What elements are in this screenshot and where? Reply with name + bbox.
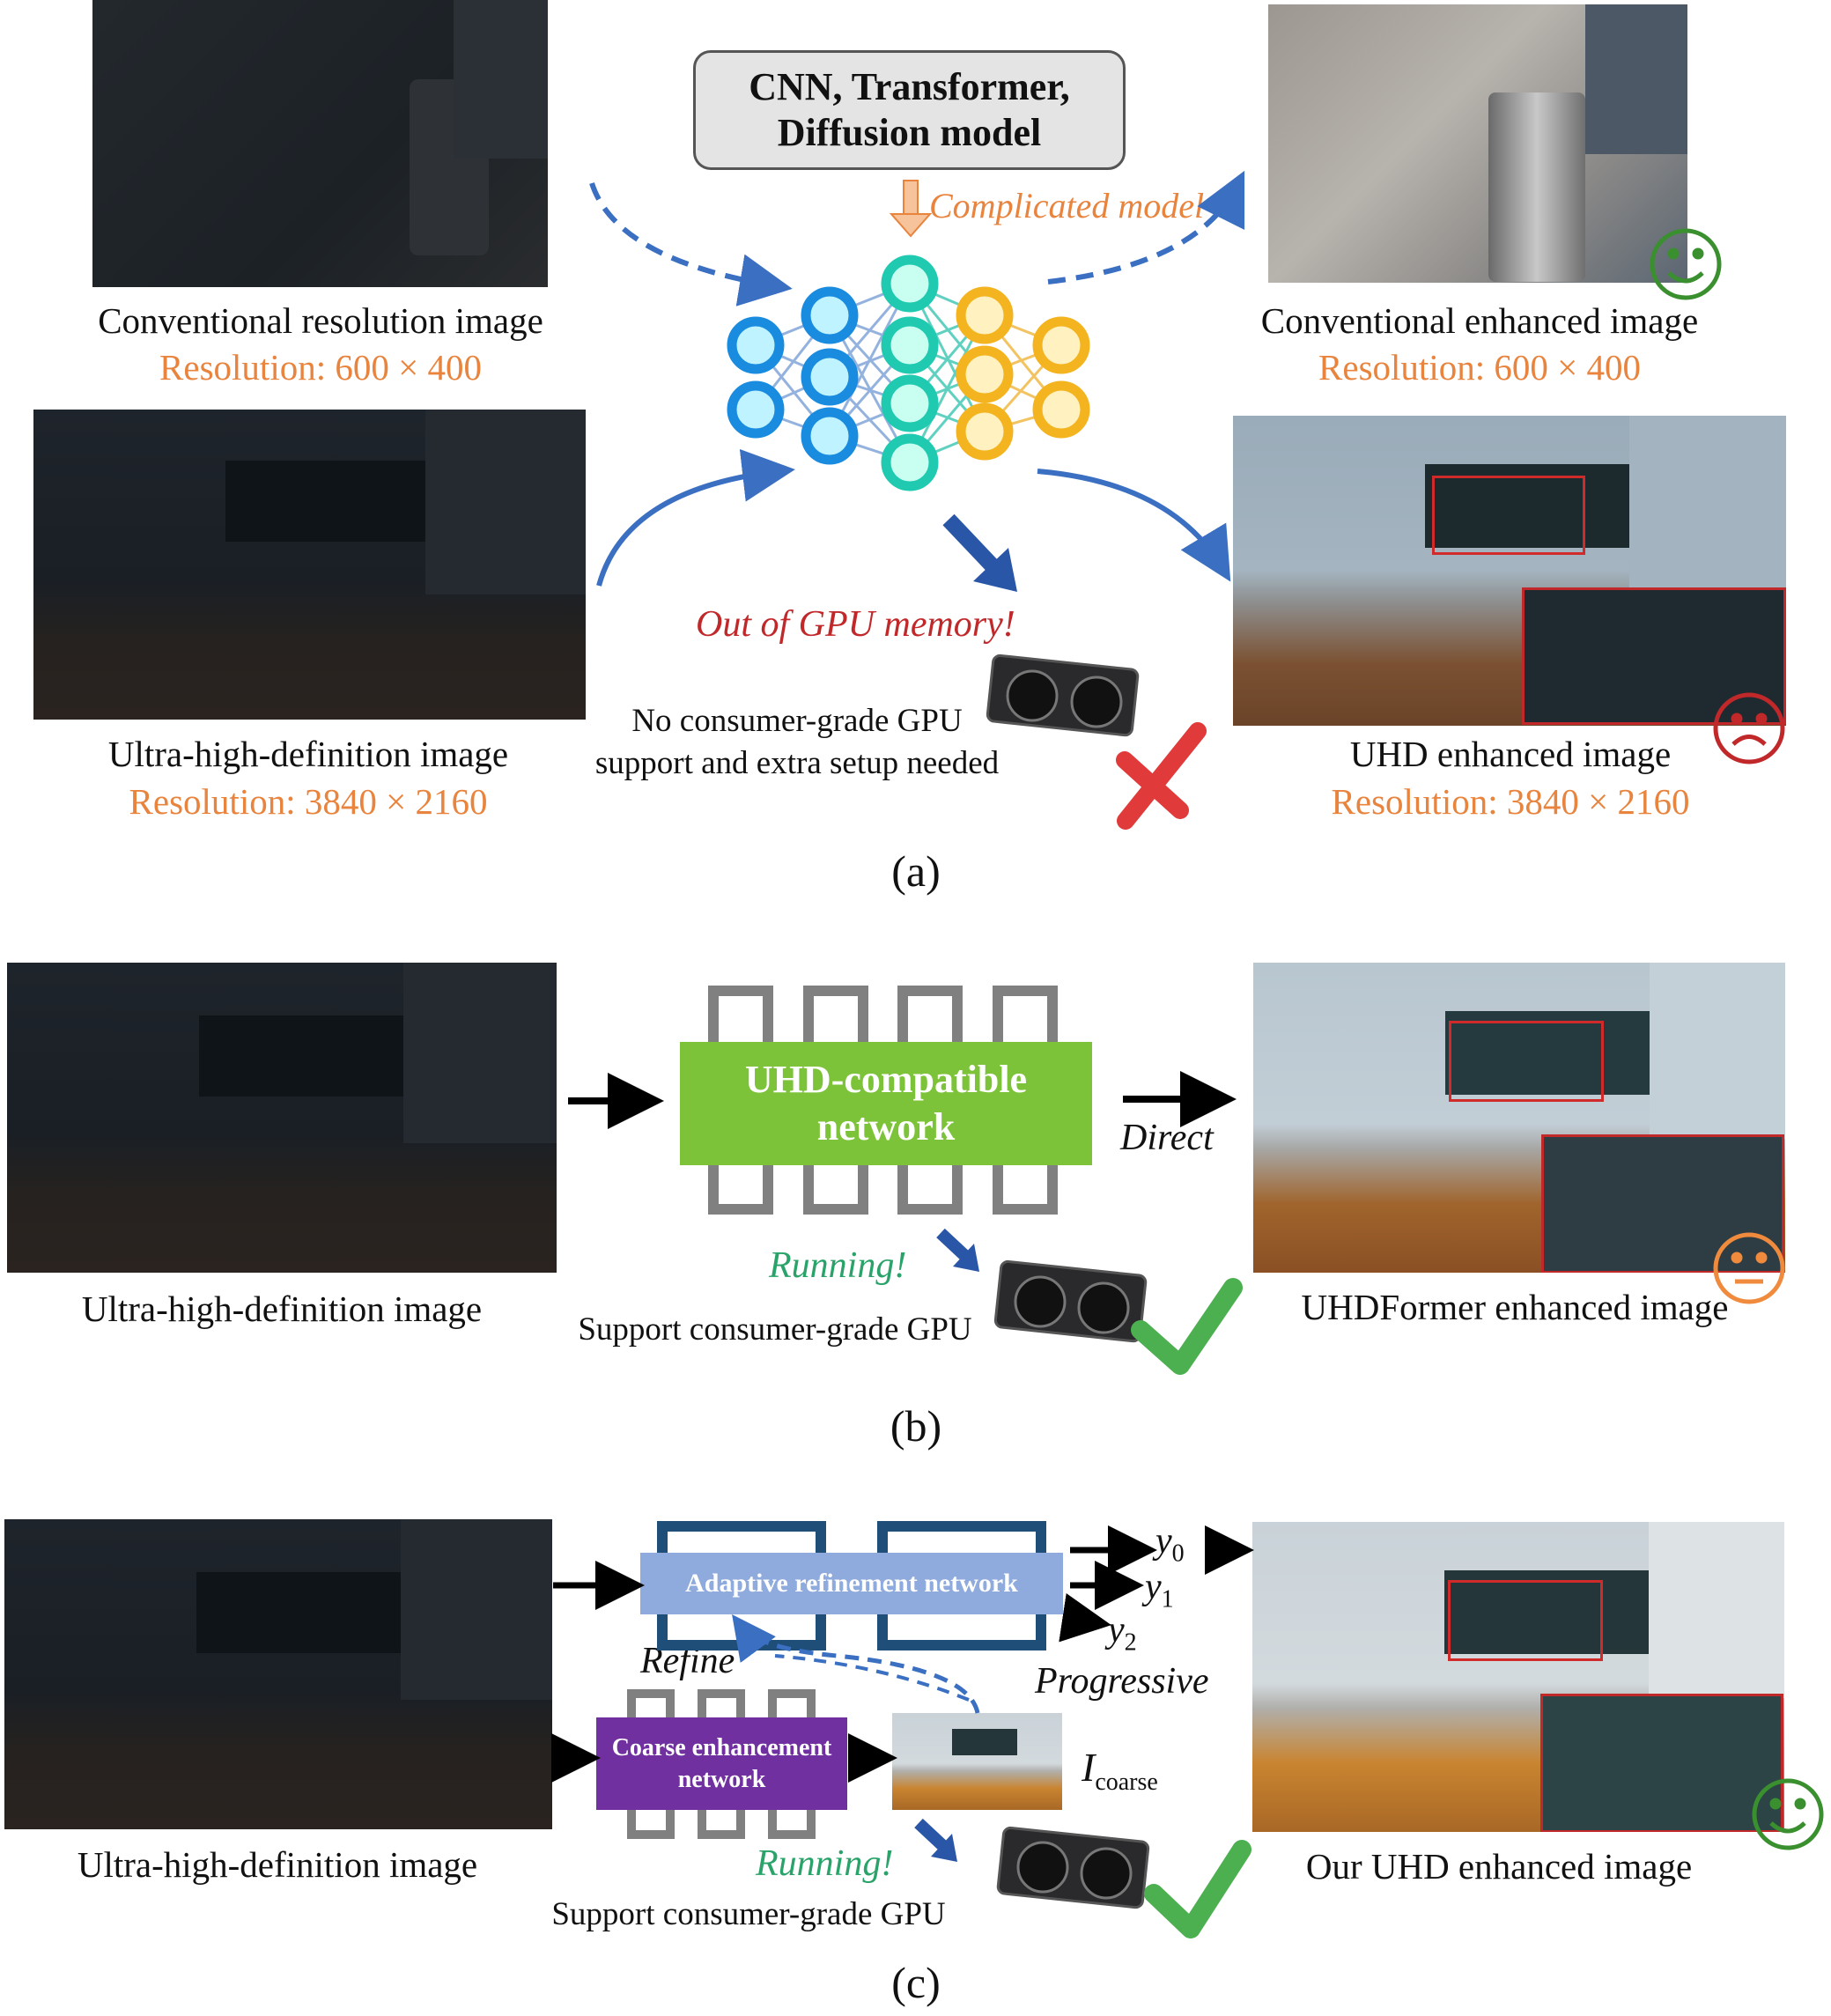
gpu-card-icon — [996, 1826, 1150, 1909]
zoom-region-box-c — [1448, 1580, 1603, 1661]
output-y1: y1 — [1145, 1567, 1174, 1614]
solid-arrow-out-a — [1037, 469, 1231, 582]
adaptive-refinement-network-text: Adaptive refinement network — [685, 1569, 1018, 1598]
dashed-arrow-out-a — [1047, 170, 1245, 284]
check-icon — [1131, 1278, 1243, 1375]
uhd-input-caption-a: Ultra-high-definition image — [107, 734, 509, 774]
uhdformer-output-image — [1253, 963, 1785, 1273]
uhd-input-caption-b: Ultra-high-definition image — [81, 1289, 483, 1329]
gpu-card-icon — [993, 1259, 1148, 1343]
zoom-inset-c — [1540, 1694, 1783, 1832]
uhd-output-caption-a: UHD enhanced image — [1349, 734, 1672, 774]
arrow-y2 — [1059, 1593, 1111, 1643]
our-output-caption: Our UHD enhanced image — [1305, 1846, 1693, 1887]
diagonal-arrow-b — [936, 1228, 979, 1272]
zoom-region-box-b — [1449, 1021, 1604, 1102]
our-uhd-output-image — [1252, 1522, 1784, 1832]
conventional-input-image — [92, 0, 548, 287]
uhdformer-output-caption: UHDFormer enhanced image — [1301, 1287, 1729, 1327]
gpu-error-label: Out of GPU memory! — [696, 604, 1015, 645]
happy-face-icon — [1650, 228, 1722, 300]
coarse-enhancement-network-text: Coarse enhancement network — [611, 1733, 832, 1793]
conventional-output-image — [1268, 4, 1687, 283]
model-box: CNN, Transformer, Diffusion model — [693, 50, 1126, 170]
output-y0: y0 — [1155, 1521, 1185, 1568]
coarse-image-thumbnail — [892, 1713, 1062, 1810]
zoom-region-box — [1432, 476, 1585, 555]
zoom-inset — [1522, 587, 1786, 725]
output-y2: y2 — [1108, 1610, 1137, 1657]
zoom-inset-b — [1541, 1134, 1784, 1273]
happy-face-icon — [1752, 1778, 1824, 1850]
refine-dashed-arrow-2 — [774, 1654, 970, 1702]
uhd-input-image-b — [7, 963, 557, 1273]
gpu-support-c: Support consumer-grade GPU — [551, 1896, 946, 1932]
sad-face-icon — [1713, 692, 1785, 764]
diagonal-arrow-a — [942, 513, 1017, 592]
gpu-note-line2: support and extra setup needed — [594, 745, 1000, 781]
progressive-label: Progressive — [1035, 1661, 1209, 1702]
neutral-face-icon — [1713, 1232, 1785, 1304]
panel-label-b: (b) — [890, 1401, 942, 1451]
uhd-input-resolution-a: Resolution: 3840 × 2160 — [129, 781, 488, 822]
refine-dashed-arrow — [732, 1614, 980, 1714]
running-label-b: Running! — [769, 1245, 907, 1286]
conventional-output-resolution: Resolution: 600 × 400 — [1318, 347, 1641, 388]
uhd-compatible-network-text: UHD-compatible network — [744, 1058, 1028, 1148]
uhd-output-resolution-a: Resolution: 3840 × 2160 — [1331, 781, 1690, 822]
coarse-symbol: Icoarse — [1082, 1745, 1158, 1797]
gpu-card-icon — [986, 654, 1140, 737]
running-label-c: Running! — [756, 1843, 894, 1884]
dashed-arrow-in-a — [589, 182, 793, 306]
conventional-output-caption: Conventional enhanced image — [1260, 300, 1699, 341]
diagonal-arrow-c — [914, 1818, 957, 1862]
uhd-output-image-a — [1233, 416, 1786, 726]
solid-arrow-in-a — [596, 448, 795, 587]
fail-cross-icon — [1116, 722, 1207, 830]
complicated-model-arrow — [889, 180, 933, 238]
check-icon — [1144, 1840, 1251, 1938]
panel-label-a: (a) — [891, 846, 941, 896]
model-box-line1: CNN, Transformer, — [749, 65, 1070, 108]
uhd-input-caption-c: Ultra-high-definition image — [77, 1844, 478, 1885]
gpu-note-line1: No consumer-grade GPU — [631, 703, 963, 739]
complicated-model-label: Complicated model — [929, 186, 1205, 225]
neural-network-icon — [727, 255, 1090, 491]
uhd-input-image-a — [33, 410, 586, 720]
panel-label-c: (c) — [891, 1958, 941, 2007]
uhd-input-image-c — [4, 1519, 552, 1829]
conventional-input-resolution: Resolution: 600 × 400 — [159, 347, 482, 388]
model-box-line2: Diffusion model — [777, 111, 1042, 154]
conventional-input-caption: Conventional resolution image — [98, 300, 543, 341]
gpu-support-b: Support consumer-grade GPU — [578, 1311, 972, 1348]
